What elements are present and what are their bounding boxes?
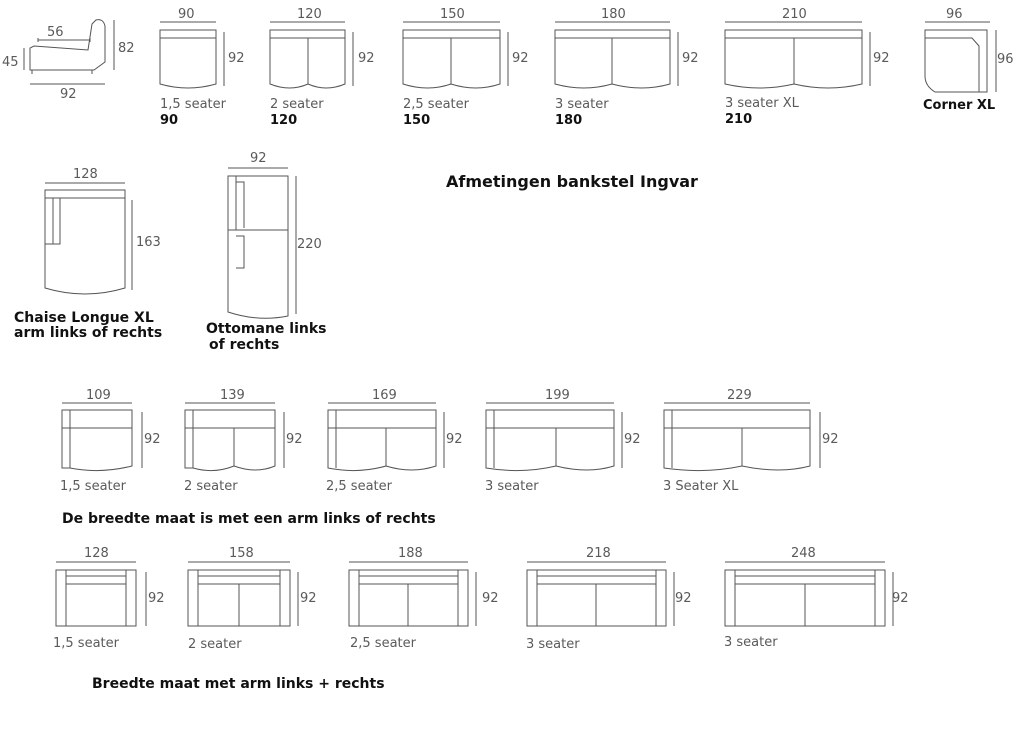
row4-sofa-188 [348,569,477,627]
sofa-90 [159,29,225,89]
row3-sofa-169 [327,409,445,472]
row3-sofa-199 [485,409,623,472]
row4-sofa-128 [55,569,147,627]
row4-caption: Breedte maat met arm links + rechts [92,676,385,692]
row1-label-2: 2 seater [270,97,324,112]
row4-width-5: 248 [791,546,816,561]
row4-label-4: 3 seater [526,637,580,652]
row1-width-2: 120 [297,7,322,22]
row3-caption: De breedte maat is met een arm links of … [62,511,436,527]
row3-label-4: 3 seater [485,479,539,494]
side-height-label: 82 [118,41,135,56]
row4-width-3: 188 [398,546,423,561]
corner-xl-shape [924,29,997,93]
row1-value-2: 120 [270,113,298,128]
sofa-210 [724,29,871,89]
chaise-label-1: Chaise Longue XL [14,310,154,326]
chaise-label-2: arm links of rechts [14,325,163,341]
side-seat-height-label: 45 [2,55,19,70]
row4-width-2: 158 [229,546,254,561]
row1-label-4: 3 seater [555,97,609,112]
row3-depth-4: 92 [624,432,641,447]
row3-sofa-229 [663,409,821,472]
row3-label-1: 1,5 seater [60,479,126,494]
row1-value-4: 180 [555,113,583,128]
row1-depth-3: 92 [512,51,529,66]
row3-label-2: 2 seater [184,479,238,494]
side-depth-label: 56 [47,25,64,40]
row4-label-3: 2,5 seater [350,636,416,651]
row1-width-4: 180 [601,7,626,22]
row3-depth-3: 92 [446,432,463,447]
row1-value-3: 150 [403,113,431,128]
row4-depth-4: 92 [675,591,692,606]
row1-depth-5: 92 [873,51,890,66]
row1-width-5: 210 [782,7,807,22]
page-title: Afmetingen bankstel Ingvar [446,172,698,191]
side-view-shape [23,19,115,85]
row4-width-1: 128 [84,546,109,561]
row4-sofa-248 [724,569,894,627]
row1-label-3: 2,5 seater [403,97,469,112]
sofa-120 [269,29,354,89]
row1-label-5: 3 seater XL [725,96,799,111]
row4-depth-5: 92 [892,591,909,606]
ottomane-label-1: Ottomane links [206,321,327,337]
row3-label-5: 3 Seater XL [663,479,739,494]
corner-width: 96 [946,7,963,22]
row4-depth-2: 92 [300,591,317,606]
row4-label-2: 2 seater [188,637,242,652]
row3-depth-1: 92 [144,432,161,447]
row1-value-5: 210 [725,112,753,127]
row3-sofa-109 [61,409,143,472]
row4-width-4: 218 [586,546,611,561]
chaise-depth: 163 [136,235,161,250]
ottomane-label-2: of rechts [209,337,280,353]
row4-label-5: 3 seater [724,635,778,650]
row3-label-3: 2,5 seater [326,479,392,494]
corner-label: Corner XL [923,98,996,113]
row3-depth-2: 92 [286,432,303,447]
row3-width-5: 229 [727,388,752,403]
row4-depth-1: 92 [148,591,165,606]
chaise-longue-shape [44,182,133,295]
row4-depth-3: 92 [482,591,499,606]
row4-label-1: 1,5 seater [53,636,119,651]
row1-label-1: 1,5 seater [160,97,226,112]
row3-depth-5: 92 [822,432,839,447]
corner-depth: 96 [997,52,1014,67]
row4-sofa-218 [526,569,675,627]
row1-width-3: 150 [440,7,465,22]
sofa-150 [402,29,509,89]
row1-width-1: 90 [178,7,195,22]
row3-sofa-139 [184,409,285,472]
sofa-180 [554,29,679,89]
row3-width-4: 199 [545,388,570,403]
chaise-width: 128 [73,167,98,182]
ottomane-shape [227,167,297,319]
row1-depth-1: 92 [228,51,245,66]
row3-width-1: 109 [86,388,111,403]
side-length-label: 92 [60,87,77,102]
row1-depth-4: 92 [682,51,699,66]
row3-width-2: 139 [220,388,245,403]
row3-width-3: 169 [372,388,397,403]
ottomane-width: 92 [250,151,267,166]
ottomane-depth: 220 [297,237,322,252]
row4-sofa-158 [187,569,299,627]
row1-depth-2: 92 [358,51,375,66]
row1-value-1: 90 [160,113,179,128]
